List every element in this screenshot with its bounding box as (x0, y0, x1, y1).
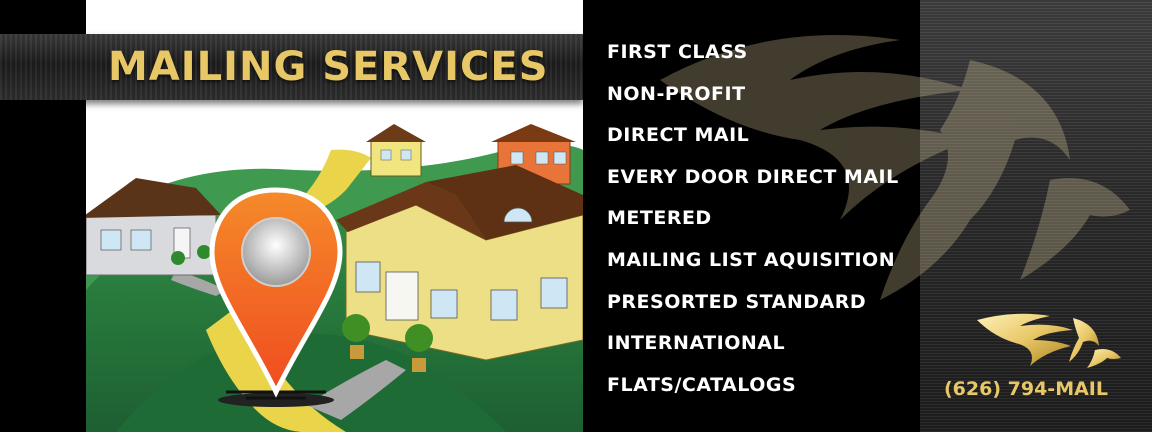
service-international: INTERNATIONAL (607, 332, 786, 355)
map-pin-icon (209, 187, 343, 407)
service-mailing-list-aquisition: MAILING LIST AQUISITION (607, 248, 896, 271)
service-non-profit: NON-PROFIT (607, 82, 746, 105)
services-panel (583, 0, 920, 432)
service-first-class: FIRST CLASS (607, 41, 748, 63)
services-list: FIRST CLASS NON-PROFIT DIRECT MAIL EVERY… (607, 36, 899, 410)
title-banner (0, 34, 583, 100)
service-direct-mail: DIRECT MAIL (607, 124, 750, 147)
service-flats-catalogs: FLATS/CATALOGS (607, 373, 797, 396)
neighborhood-scene (86, 124, 583, 432)
service-every-door-direct-mail: EVERY DOOR DIRECT MAIL (607, 165, 899, 188)
phone-number: (626) 794-MAIL (944, 378, 1108, 400)
service-presorted-standard: PRESORTED STANDARD (607, 290, 867, 313)
eagle-icon (660, 35, 1130, 300)
page-title: MAILING SERVICES (108, 44, 549, 90)
service-metered: METERED (607, 207, 712, 230)
eagle-logo-icon (977, 313, 1121, 368)
